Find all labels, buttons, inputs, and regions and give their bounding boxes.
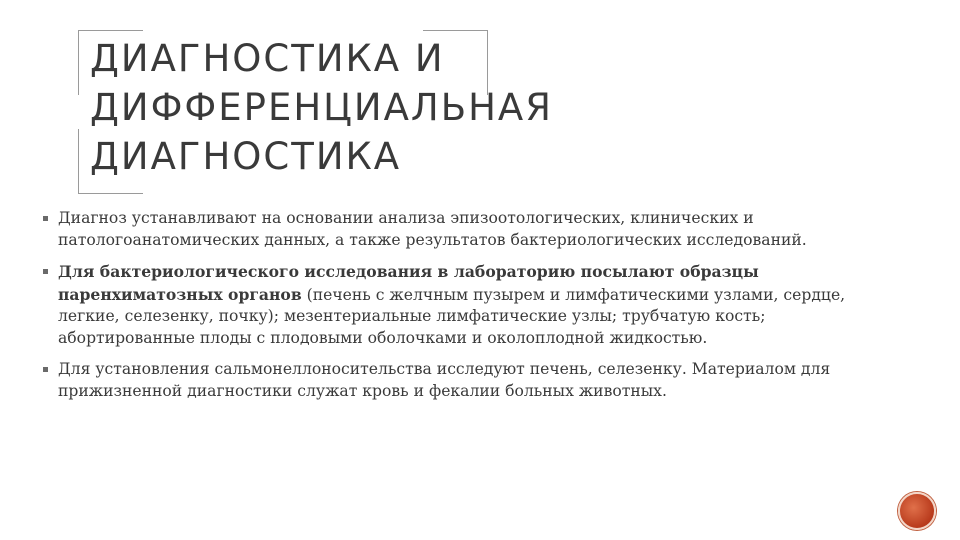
bullet-item-3: Для установления сальмонеллоносительства…	[43, 359, 883, 402]
bullet-text: Диагноз устанавливают на основании анали…	[58, 209, 807, 249]
title-line-3: ДИАГНОСТИКА	[90, 135, 402, 178]
bullet-marker	[43, 367, 48, 372]
title-line-1: ДИАГНОСТИКА И	[90, 37, 445, 80]
frame-corner-top-left	[78, 30, 143, 95]
title-frame	[78, 30, 488, 194]
bullet-item-2: Для бактериологического исследования в л…	[43, 261, 883, 349]
logo-icon	[898, 492, 936, 530]
bullet-text: Для установления сальмонеллоносительства…	[58, 360, 831, 400]
frame-corner-top-right	[423, 30, 488, 95]
bullet-marker	[43, 269, 48, 274]
bullet-text: (печень с желчным пузырем и лимфатически…	[58, 285, 846, 347]
bullet-bold-text: Для бактериологического исследования в л…	[58, 262, 759, 304]
bullet-marker	[43, 216, 48, 221]
title-line-2: ДИФФЕРЕНЦИАЛЬНАЯ	[90, 86, 553, 129]
frame-corner-bottom-left	[78, 129, 143, 194]
slide-title: ДИАГНОСТИКА И ДИФФЕРЕНЦИАЛЬНАЯ ДИАГНОСТИ…	[90, 34, 553, 181]
bullet-list: Диагноз устанавливают на основании анали…	[43, 208, 883, 412]
bullet-item-1: Диагноз устанавливают на основании анали…	[43, 208, 883, 251]
